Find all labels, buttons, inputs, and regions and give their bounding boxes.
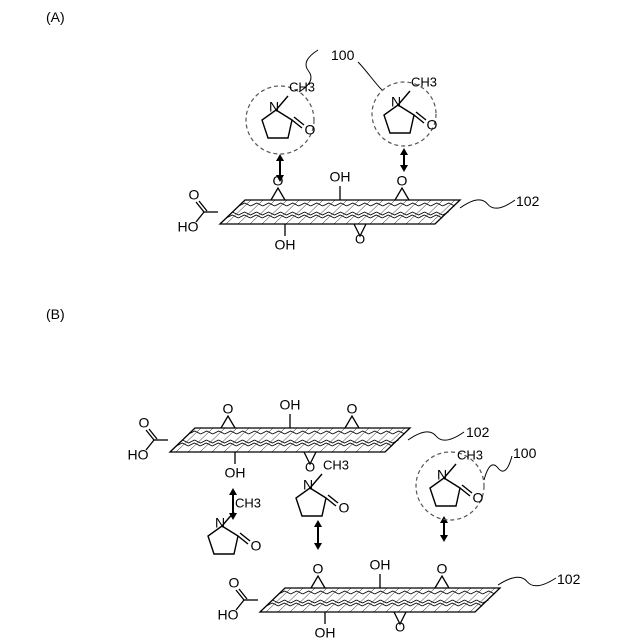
nmp-a-right-n: N xyxy=(391,94,401,110)
go-b-top-epoxide-bottom: O xyxy=(305,459,315,474)
nmp-b-left-carbonyl-o: O xyxy=(251,538,262,554)
leader-100-a-right xyxy=(358,62,382,90)
go-a-cooh-o: O xyxy=(189,187,200,203)
graphene-oxide-b-bottom xyxy=(236,574,500,624)
go-a-oh-top: OH xyxy=(330,169,351,185)
go-b-top-cooh-o: O xyxy=(139,415,150,431)
leader-102-b-bottom xyxy=(498,577,556,586)
nmp-b-middle-n: N xyxy=(303,477,313,493)
go-b-bottom-oh-top: OH xyxy=(370,557,391,573)
nmp-b-middle-carbonyl-o: O xyxy=(339,500,350,516)
go-a-epoxide-bottom: O xyxy=(355,231,365,246)
nmp-a-right-carbonyl-o: O xyxy=(427,117,438,133)
go-b-top-cooh-ho: HO xyxy=(128,447,149,463)
nmp-a-left-ch3: CH3 xyxy=(289,79,315,94)
go-b-bottom-epoxide-top-1: O xyxy=(437,561,448,577)
nmp-a-left-n: N xyxy=(269,99,279,115)
go-a-epoxide-top-1: O xyxy=(397,173,408,189)
graphene-oxide-b-top xyxy=(146,414,410,464)
go-b-top-epoxide-top-1: O xyxy=(347,401,358,417)
go-b-top-epoxide-top-0: O xyxy=(223,401,234,417)
leader-102-b-top xyxy=(408,432,464,440)
go-a-oh-bottom: OH xyxy=(275,237,296,253)
go-a-cooh-ho: HO xyxy=(178,219,199,235)
nmp-a-left-carbonyl-o: O xyxy=(305,122,316,138)
go-b-bottom-oh-bottom: OH xyxy=(315,625,336,640)
nmp-b-middle-ch3: CH3 xyxy=(323,457,349,472)
nmp-a-right-ch3: CH3 xyxy=(411,74,437,89)
arrow-b-middle xyxy=(314,520,322,550)
go-b-top-oh-top: OH xyxy=(280,397,301,413)
arrow-a-right xyxy=(400,148,408,172)
nmp-b-right-n: N xyxy=(437,467,447,483)
go-b-bottom-cooh-ho: HO xyxy=(218,607,239,623)
nmp-circle-a-left xyxy=(246,86,314,154)
nmp-b-right-ch3: CH3 xyxy=(457,447,483,462)
go-b-top-oh-bottom: OH xyxy=(225,465,246,481)
nmp-b-left-ch3: CH3 xyxy=(235,495,261,510)
leader-102-a xyxy=(460,200,515,208)
graphene-oxide-a xyxy=(196,186,460,236)
go-b-bottom-cooh-o: O xyxy=(229,575,240,591)
nmp-b-right-carbonyl-o: O xyxy=(473,490,484,506)
go-a-epoxide-top-0: O xyxy=(273,173,284,189)
go-b-bottom-epoxide-top-0: O xyxy=(313,561,324,577)
leader-100-b xyxy=(484,456,512,480)
nmp-circle-a-right xyxy=(372,82,436,146)
go-b-bottom-epoxide-bottom: O xyxy=(395,619,405,634)
nmp-b-left-n: N xyxy=(215,515,225,531)
